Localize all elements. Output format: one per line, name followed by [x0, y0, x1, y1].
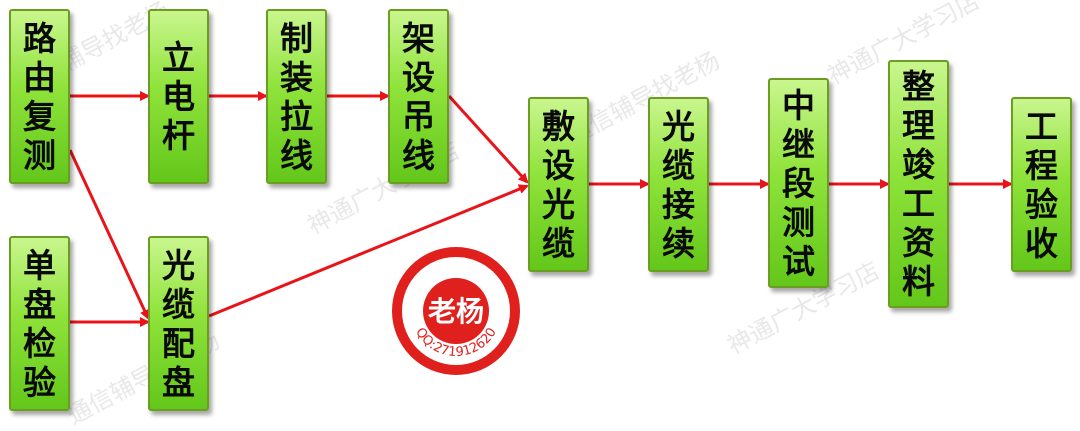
step-label: 架设吊线 [402, 18, 435, 175]
arrow-messenger-to-lay [447, 94, 529, 184]
step-cable-allocation: 光缆配盘 [148, 236, 209, 411]
step-label: 整理竣工资料 [902, 67, 935, 301]
step-label: 光缆接续 [662, 106, 695, 263]
step-relay-test: 中继段测试 [768, 78, 829, 288]
step-label: 路由复测 [23, 18, 56, 175]
step-make-guy-wire: 制装拉线 [266, 9, 327, 184]
arrow-recheck-to-allocation [68, 149, 150, 320]
step-label: 敷设光缆 [542, 106, 575, 263]
seal-center-text: 老杨 [428, 295, 484, 328]
step-label: 单盘检验 [23, 245, 56, 402]
step-label: 立电杆 [162, 38, 195, 155]
step-label: 中继段测试 [782, 85, 815, 281]
arrow-allocation-to-lay [208, 184, 529, 318]
step-erect-pole: 立电杆 [148, 9, 209, 184]
red-seal-stamp: 专业资格考试指导 QQ:271912620 老杨 [392, 247, 520, 375]
step-acceptance: 工程验收 [1011, 97, 1072, 272]
step-erect-messenger: 架设吊线 [388, 9, 449, 184]
step-lay-cable: 敷设光缆 [528, 97, 589, 272]
flowchart: 通信辅导找老杨 神通广大学习店 通信辅导找老杨 神通广大学习店 通信辅导找老杨 … [9, 0, 1072, 430]
seal-center-disc [423, 278, 489, 344]
step-route-recheck: 路由复测 [9, 9, 70, 184]
step-completion-docs: 整理竣工资料 [888, 60, 949, 308]
flow-arrows [68, 91, 1013, 327]
step-label: 光缆配盘 [162, 245, 195, 402]
step-splice-cable: 光缆接续 [648, 97, 709, 272]
step-reel-inspection: 单盘检验 [9, 236, 70, 411]
step-label: 制装拉线 [280, 18, 313, 175]
step-label: 工程验收 [1025, 106, 1058, 263]
